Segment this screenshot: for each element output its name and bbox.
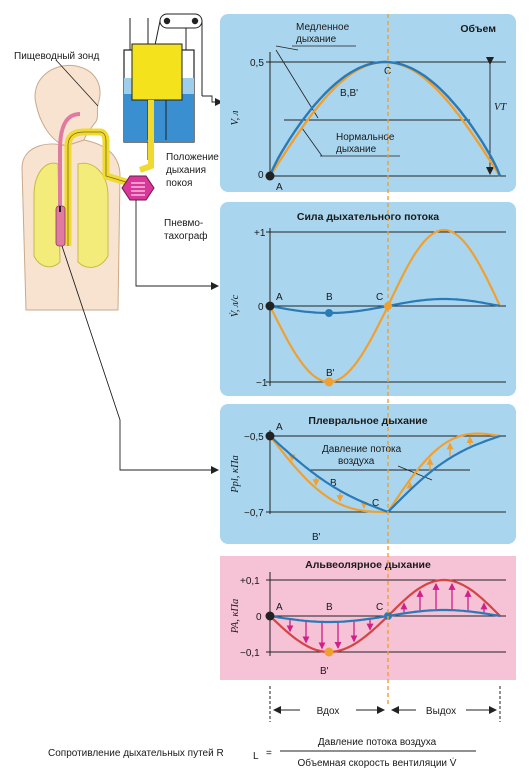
volume-title: Объем [460, 23, 496, 35]
flow-panel: Сила дыхательного потока V̇, л/с +1 0 −1… [220, 202, 516, 396]
flow-signal-line [135, 200, 219, 290]
anatomy-illustration: Пищеводный зонд [14, 13, 223, 474]
pleural-tick-07: −0,7 [244, 508, 264, 519]
left-lung [33, 162, 61, 268]
probe-leader-line [55, 59, 99, 107]
volume-point-a: A [276, 182, 283, 193]
pneumotach-label-1: Пневмо- [164, 218, 203, 229]
volume-curve-normal [268, 60, 502, 177]
rest-position-line-1: Положение [166, 152, 219, 163]
slow-breathing-1: Медленное [296, 22, 350, 33]
volume-signal-line [202, 95, 223, 106]
probe-label: Пищеводный зонд [14, 51, 99, 62]
volume-tick-05: 0,5 [250, 58, 264, 69]
phase-row: Вдох Выдох [269, 686, 501, 722]
pleural-point-a: A [276, 422, 283, 433]
pressure-label-2: воздуха [338, 456, 375, 467]
normal-breathing-2: дыхание [336, 144, 377, 155]
flow-title: Сила дыхательного потока [297, 211, 439, 223]
alveolar-tick-0: 0 [256, 612, 262, 623]
pleural-point-b: B [330, 478, 337, 489]
alveolar-point-b2: B' [320, 666, 329, 677]
pneumotachograph [121, 175, 155, 201]
alveolar-title: Альвеолярное дыхание [305, 559, 431, 571]
flow-point-b2: B' [326, 368, 335, 379]
flow-tick-minus1: −1 [256, 378, 268, 389]
formula-equals: = [266, 748, 272, 759]
flow-dot-c [384, 302, 392, 310]
alveolar-dot-a [265, 611, 275, 621]
rest-position-line-3: покоя [166, 178, 192, 189]
alveolar-ylabel: PA, кПа [230, 599, 241, 634]
pleural-panel: Плевральное дыхание Ppl, кПа −0,5 −0,7 Д… [220, 404, 516, 544]
volume-ylabel: V, л [230, 110, 241, 125]
right-lung [77, 162, 109, 268]
alveolar-point-b: B [326, 602, 333, 613]
exhale-label: Выдох [426, 706, 456, 717]
pneumotach-label-2: тахограф [164, 230, 207, 242]
alveolar-tick-minus01: −0,1 [240, 648, 260, 659]
alveolar-tick-plus01: +0,1 [240, 576, 260, 587]
flow-point-a: A [276, 292, 283, 303]
pleural-ylabel: Ppl, кПа [230, 455, 241, 494]
flow-tick-0: 0 [258, 302, 264, 313]
pleural-point-b2: B' [312, 532, 321, 543]
formula-denominator: Объемная скорость вентиляции V̇ [298, 756, 457, 769]
alveolar-point-c: C [376, 602, 383, 613]
flow-dot-a [265, 301, 275, 311]
pleural-title: Плевральное дыхание [308, 415, 427, 427]
formula-lhs-sub: L [253, 751, 259, 762]
pleural-curve-normal [269, 434, 501, 513]
esophageal-probe-tube [58, 112, 81, 246]
vt-label: VT [494, 102, 507, 113]
pleural-dot-a [265, 431, 275, 441]
alveolar-point-a: A [276, 602, 283, 613]
inhale-label: Вдох [317, 706, 340, 717]
normal-breathing-1: Нормальное [336, 132, 395, 143]
resistance-formula: Сопротивление дыхательных путей R L = Да… [48, 737, 476, 769]
flow-curve-slow [269, 228, 501, 384]
flow-dot-b [325, 309, 333, 317]
rest-position-line-2: дыхания [166, 165, 206, 176]
flow-tick-plus1: +1 [254, 228, 266, 239]
flow-ylabel: V̇, л/с [229, 294, 241, 317]
volume-point-bb: B,B' [340, 88, 358, 99]
formula-lhs: Сопротивление дыхательных путей R [48, 748, 224, 759]
alveolar-dot-b2 [324, 647, 334, 657]
pleural-tick-05: −0,5 [244, 432, 264, 443]
alveolar-panel: Альвеолярное дыхание PA, кПа +0,1 0 −0,1… [220, 556, 516, 680]
pleural-point-c: C [372, 498, 379, 509]
volume-dot-a [265, 171, 275, 181]
spirometer [123, 13, 203, 173]
pressure-signal-line [61, 245, 219, 474]
volume-panel: Объем V, л 0,5 0 VT Медленное дыхание Но… [220, 14, 516, 193]
alveolar-curve-slow [269, 578, 501, 654]
flow-point-c: C [376, 292, 383, 303]
flow-dot-b2 [324, 377, 334, 387]
slow-breathing-2: дыхание [296, 34, 337, 45]
flow-point-b: B [326, 292, 333, 303]
formula-numerator: Давление потока воздуха [318, 737, 437, 748]
volume-tick-0: 0 [258, 170, 264, 181]
pressure-label-1: Давление потока [322, 444, 402, 455]
